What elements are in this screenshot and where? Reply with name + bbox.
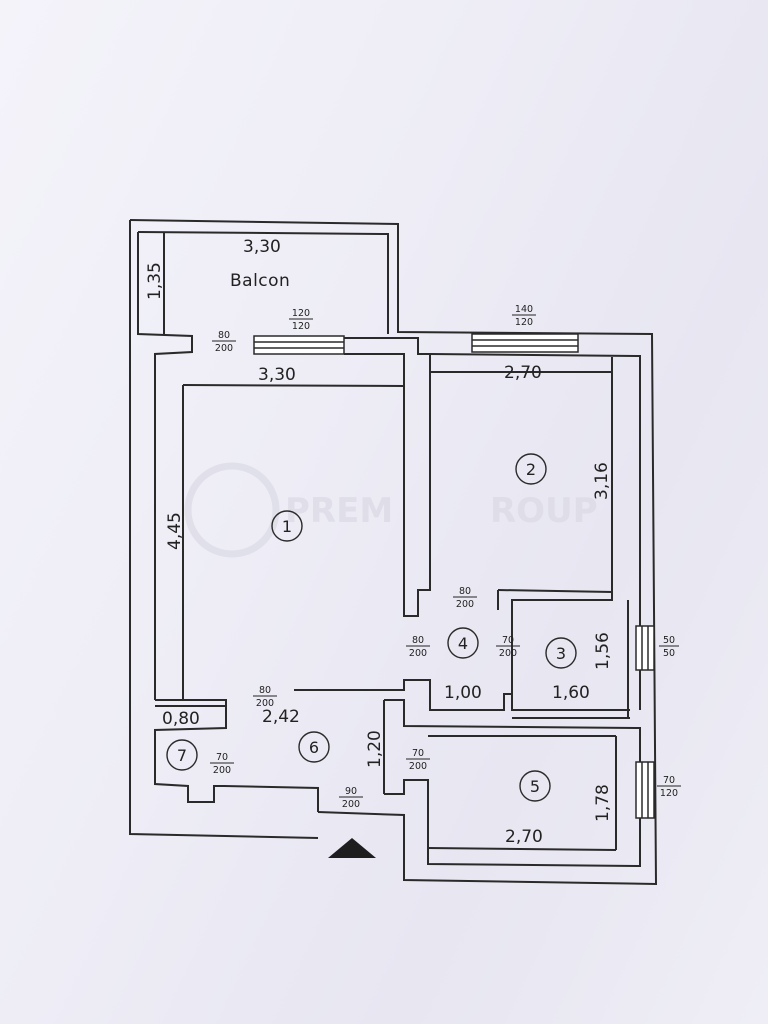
svg-text:70: 70 — [412, 748, 424, 759]
room3-width-label: 1,60 — [552, 683, 590, 703]
wall-r1-r2 — [344, 337, 431, 617]
room3-depth-label: 1,56 — [593, 632, 613, 670]
balcony-width-label: 3,30 — [243, 237, 281, 257]
room6-width-label: 2,42 — [262, 707, 300, 727]
room5-door-label: 70 200 — [406, 748, 430, 772]
room2-door-label: 80 200 — [453, 586, 477, 610]
svg-text:200: 200 — [342, 799, 360, 810]
balcony-door-label: 80 200 — [212, 330, 236, 354]
room1-top-line — [182, 384, 405, 387]
room4-circle — [447, 627, 479, 659]
svg-text:120: 120 — [515, 317, 533, 328]
svg-text:80: 80 — [412, 635, 424, 646]
room4-number: 4 — [458, 634, 468, 653]
room6-door-label: 80 200 — [253, 685, 277, 709]
room5-circle — [519, 770, 551, 802]
room3-door-label: 70 200 — [496, 635, 520, 659]
room7-circle — [166, 739, 198, 771]
balcony-label: Balcon — [230, 271, 290, 291]
opening-labels: 80 200 120 120 140 120 80 200 80 200 70 … — [210, 304, 681, 810]
svg-text:80: 80 — [459, 586, 471, 597]
svg-text:200: 200 — [256, 698, 274, 709]
watermark-text-right: ROUP — [490, 491, 598, 531]
room2-circle — [515, 453, 547, 485]
entrance-door-label: 90 200 — [339, 786, 363, 810]
room5-wall — [384, 699, 641, 868]
room3-circle — [545, 637, 577, 669]
balcony-front-wall — [137, 232, 193, 700]
svg-text:70: 70 — [216, 752, 228, 763]
room1-circle — [271, 510, 303, 542]
svg-text:90: 90 — [345, 786, 357, 797]
room5-depth-label: 1,78 — [593, 784, 613, 822]
room1-width-label: 3,30 — [258, 365, 296, 385]
windows — [253, 333, 655, 819]
room4-width-label: 1,00 — [444, 683, 482, 703]
svg-text:200: 200 — [213, 765, 231, 776]
watermark: PREM ROUP — [184, 462, 598, 558]
watermark-text-left: PREM — [285, 491, 393, 531]
balcony-window — [253, 335, 345, 355]
room7-door-label: 70 200 — [210, 752, 234, 776]
room6-number: 6 — [309, 738, 319, 757]
room5-bottom-line — [427, 847, 617, 851]
room1-depth-label: 4,45 — [165, 512, 185, 550]
room3-window — [635, 625, 655, 671]
room6-top-wall — [294, 679, 630, 711]
room6-depth-label: 1,20 — [365, 730, 385, 768]
room2-bottom-wall — [497, 589, 613, 694]
room5-number: 5 — [530, 777, 540, 796]
room1-number: 1 — [282, 517, 292, 536]
svg-text:120: 120 — [292, 308, 310, 319]
svg-text:200: 200 — [215, 343, 233, 354]
room6-circle — [298, 731, 330, 763]
room7-width-label: 0,80 — [162, 709, 200, 729]
room6-bottom-wall — [223, 785, 319, 812]
room2-wall — [429, 353, 641, 710]
outer-wall — [129, 219, 658, 886]
room3-number: 3 — [556, 644, 566, 663]
room2-number: 2 — [526, 460, 536, 479]
svg-text:120: 120 — [660, 788, 678, 799]
room5-width-label: 2,70 — [505, 827, 543, 847]
svg-text:200: 200 — [409, 761, 427, 772]
svg-text:50: 50 — [663, 635, 675, 646]
room2-width-label: 2,70 — [504, 363, 542, 383]
room5-window — [635, 761, 655, 819]
svg-text:140: 140 — [515, 304, 533, 315]
room7-number: 7 — [177, 746, 187, 765]
balcony-window-label: 120 120 — [289, 308, 313, 332]
svg-text:200: 200 — [456, 599, 474, 610]
svg-text:80: 80 — [218, 330, 230, 341]
svg-text:70: 70 — [663, 775, 675, 786]
balcony-depth-label: 1,35 — [145, 262, 165, 300]
svg-text:200: 200 — [499, 648, 517, 659]
room-number-circles — [166, 453, 577, 802]
room1-door-label: 80 200 — [406, 635, 430, 659]
room3-window-label: 50 50 — [659, 635, 679, 659]
svg-text:70: 70 — [502, 635, 514, 646]
room7-wall — [154, 705, 227, 803]
svg-text:80: 80 — [259, 685, 271, 696]
svg-text:120: 120 — [292, 321, 310, 332]
balcony-inner-wall — [137, 231, 389, 334]
walls — [129, 219, 658, 886]
outer-wall-left — [129, 220, 319, 839]
entrance-arrow-icon — [328, 838, 376, 858]
room5-window-label: 70 120 — [657, 775, 681, 799]
room2-window — [471, 333, 579, 353]
room2-window-label: 140 120 — [512, 304, 536, 328]
room2-depth-label: 3,16 — [592, 462, 612, 500]
svg-text:50: 50 — [663, 648, 675, 659]
watermark-house-icon — [184, 462, 280, 558]
svg-text:200: 200 — [409, 648, 427, 659]
